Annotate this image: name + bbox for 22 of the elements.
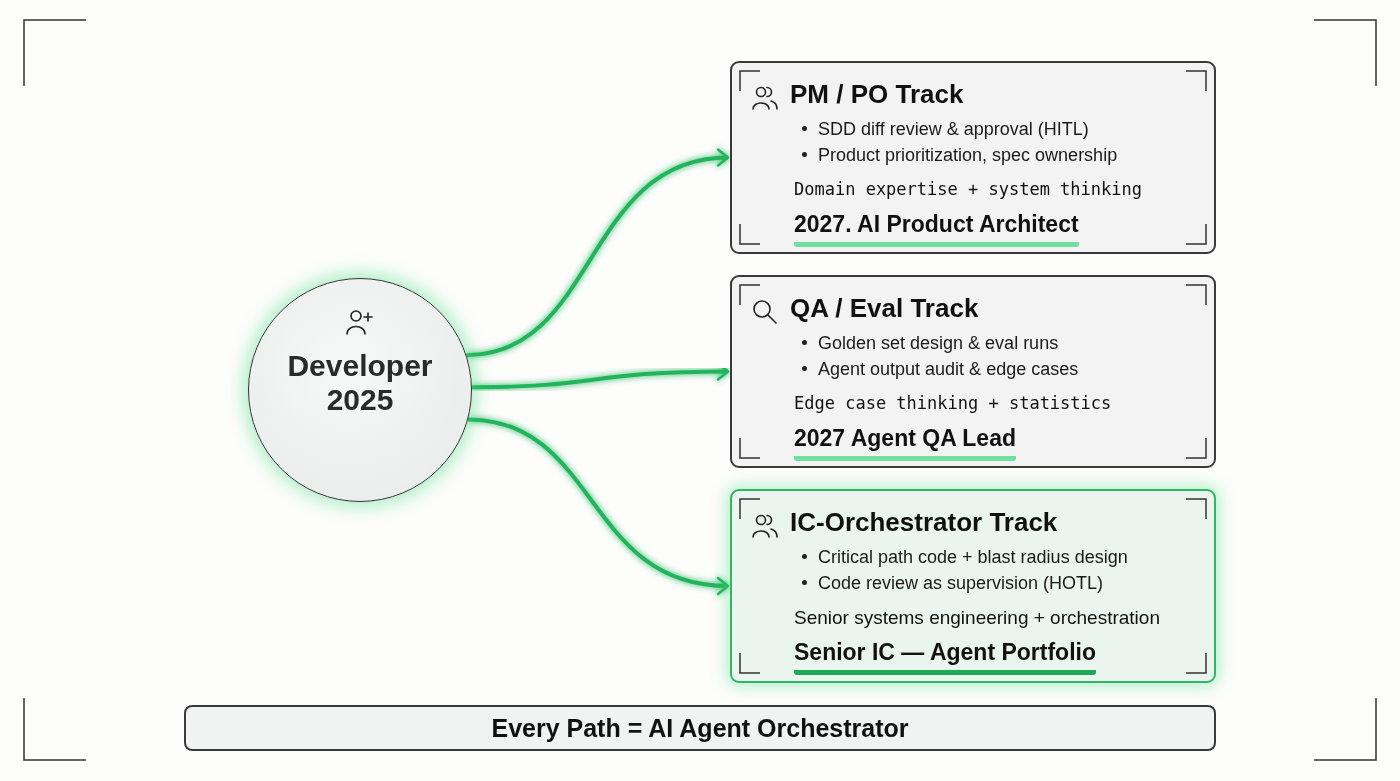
target-role: 2027 Agent QA Lead [794, 425, 1016, 461]
track-heading: PM / PO Track [790, 79, 964, 110]
node-title: Developer 2025 [286, 349, 434, 417]
bullet-item: Critical path code + blast radius design [802, 547, 1128, 568]
arrow [467, 417, 730, 595]
skill-summary: Senior systems engineering + orchestration [794, 607, 1160, 629]
arrow [471, 362, 730, 390]
summary-bar [184, 705, 1216, 751]
summary-text: Every Path = AI Agent Orchestrator [491, 713, 909, 743]
target-role: 2027. AI Product Architect [794, 211, 1079, 247]
skill-summary: Edge case thinking + statistics [794, 393, 1112, 413]
track-heading: QA / Eval Track [790, 293, 979, 324]
skill-summary: Domain expertise + system thinking [794, 179, 1142, 199]
arrow [466, 149, 730, 358]
bullet-item: Golden set design & eval runs [802, 333, 1059, 354]
role-circle [248, 278, 472, 502]
bullet-item: SDD diff review & approval (HITL) [802, 119, 1089, 140]
bullet-item: Code review as supervision (HOTL) [802, 573, 1104, 594]
track-heading: IC-Orchestrator Track [790, 507, 1058, 538]
bullet-item: Agent output audit & edge cases [802, 359, 1079, 380]
target-role: Senior IC — Agent Portfolio [794, 639, 1096, 675]
bullet-item: Product prioritization, spec ownership [802, 145, 1118, 166]
